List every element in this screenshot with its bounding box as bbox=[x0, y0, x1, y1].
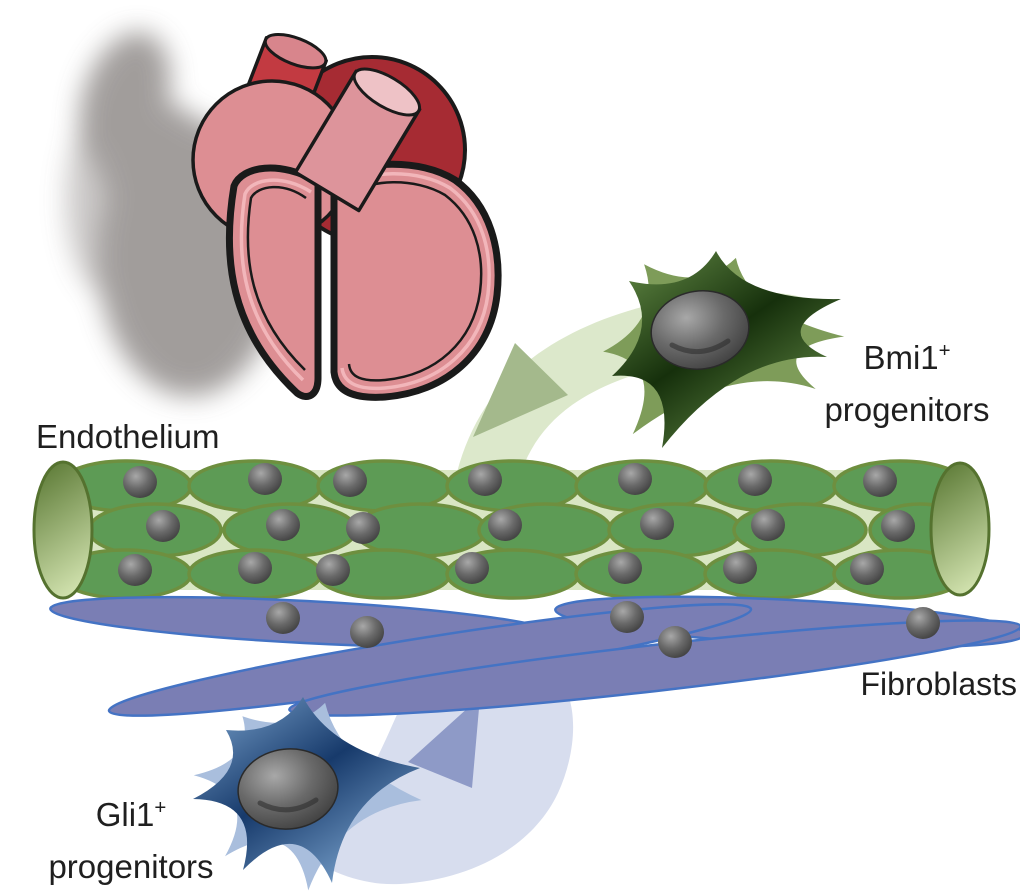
gli1-nucleus-fold bbox=[257, 797, 319, 813]
gli1-gene-name: Gli1 bbox=[95, 796, 155, 833]
cell-nucleus bbox=[738, 464, 772, 496]
cell-nucleus bbox=[610, 601, 644, 633]
bmi1-plus-superscript: + bbox=[938, 339, 951, 362]
gli1-progenitors-label: Gli1+ progenitors bbox=[8, 789, 254, 893]
fibroblast-layer bbox=[49, 595, 1020, 717]
bmi1-cell-nucleus bbox=[650, 290, 750, 370]
cell-nucleus bbox=[350, 616, 384, 648]
vessel-right-cap bbox=[352, 67, 421, 117]
ventricle-left-inner-line-pink bbox=[239, 178, 312, 382]
bmi1-progenitor-cell bbox=[603, 251, 845, 448]
cell-nucleus bbox=[658, 626, 692, 658]
ventricle-right-inner-line-dark bbox=[347, 181, 483, 382]
bmi1-gene-name: Bmi1 bbox=[863, 339, 939, 376]
ventricle-right-inner-line-pink bbox=[340, 172, 491, 391]
cell-nucleus bbox=[863, 465, 897, 497]
gli1-plus-superscript: + bbox=[154, 796, 167, 819]
green-arrowhead-icon bbox=[473, 343, 568, 437]
fibroblast-nuclei bbox=[266, 601, 940, 658]
gli1-label-line2: progenitors bbox=[48, 848, 214, 885]
cell-nucleus bbox=[346, 512, 380, 544]
gli1-cell-nucleus bbox=[237, 748, 339, 830]
cell-nucleus bbox=[751, 509, 785, 541]
endothelium-label: Endothelium bbox=[36, 418, 220, 455]
gli1-label-line1: Gli1+ bbox=[8, 789, 254, 841]
tube-right-cap bbox=[929, 461, 991, 597]
heart-ventricle-right bbox=[330, 160, 502, 401]
cell-nucleus bbox=[266, 602, 300, 634]
cell-nucleus bbox=[333, 465, 367, 497]
cell-nucleus bbox=[640, 508, 674, 540]
endothelial-cell bbox=[607, 502, 743, 558]
cell-nucleus bbox=[618, 463, 652, 495]
cell-nucleus bbox=[123, 466, 157, 498]
heart-ventricle-left bbox=[225, 164, 322, 400]
shadow-left-blob bbox=[66, 105, 150, 295]
bmi1-nucleus-fold bbox=[669, 338, 731, 354]
cell-nucleus bbox=[723, 552, 757, 584]
vessel-left-cap bbox=[263, 32, 328, 70]
heart-vessel-right bbox=[293, 67, 422, 213]
ventricle-left-inner-line-dark bbox=[246, 185, 307, 371]
endothelial-nuclei bbox=[118, 463, 915, 586]
cell-nucleus bbox=[906, 607, 940, 639]
cell-nucleus bbox=[118, 554, 152, 586]
cell-nucleus bbox=[238, 552, 272, 584]
blue-arrow-band bbox=[298, 666, 574, 885]
bmi1-progenitors-label: Bmi1+ progenitors bbox=[798, 332, 1016, 436]
gli1-progenitor-cell bbox=[193, 697, 422, 891]
endothelium-tube bbox=[32, 459, 991, 600]
cell-nucleus bbox=[316, 554, 350, 586]
cell-nucleus bbox=[455, 552, 489, 584]
endothelial-cell bbox=[574, 548, 710, 600]
blue-arrowhead-icon bbox=[408, 697, 480, 788]
fibroblast-cell bbox=[288, 619, 1020, 717]
cell-nucleus bbox=[266, 509, 300, 541]
tube-left-cap bbox=[32, 460, 94, 600]
cell-nucleus bbox=[608, 552, 642, 584]
blue-cycle-arrow bbox=[298, 666, 574, 885]
fibroblasts-label: Fibroblasts bbox=[860, 666, 1018, 702]
bmi1-label-line1: Bmi1+ bbox=[798, 332, 1016, 384]
cell-nucleus bbox=[146, 510, 180, 542]
cell-nucleus bbox=[850, 553, 884, 585]
cell-nucleus bbox=[881, 510, 915, 542]
bmi1-label-line2: progenitors bbox=[824, 391, 990, 428]
cell-nucleus bbox=[468, 464, 502, 496]
cell-nucleus bbox=[488, 509, 522, 541]
cell-nucleus bbox=[248, 463, 282, 495]
heart-illustration bbox=[191, 32, 502, 401]
